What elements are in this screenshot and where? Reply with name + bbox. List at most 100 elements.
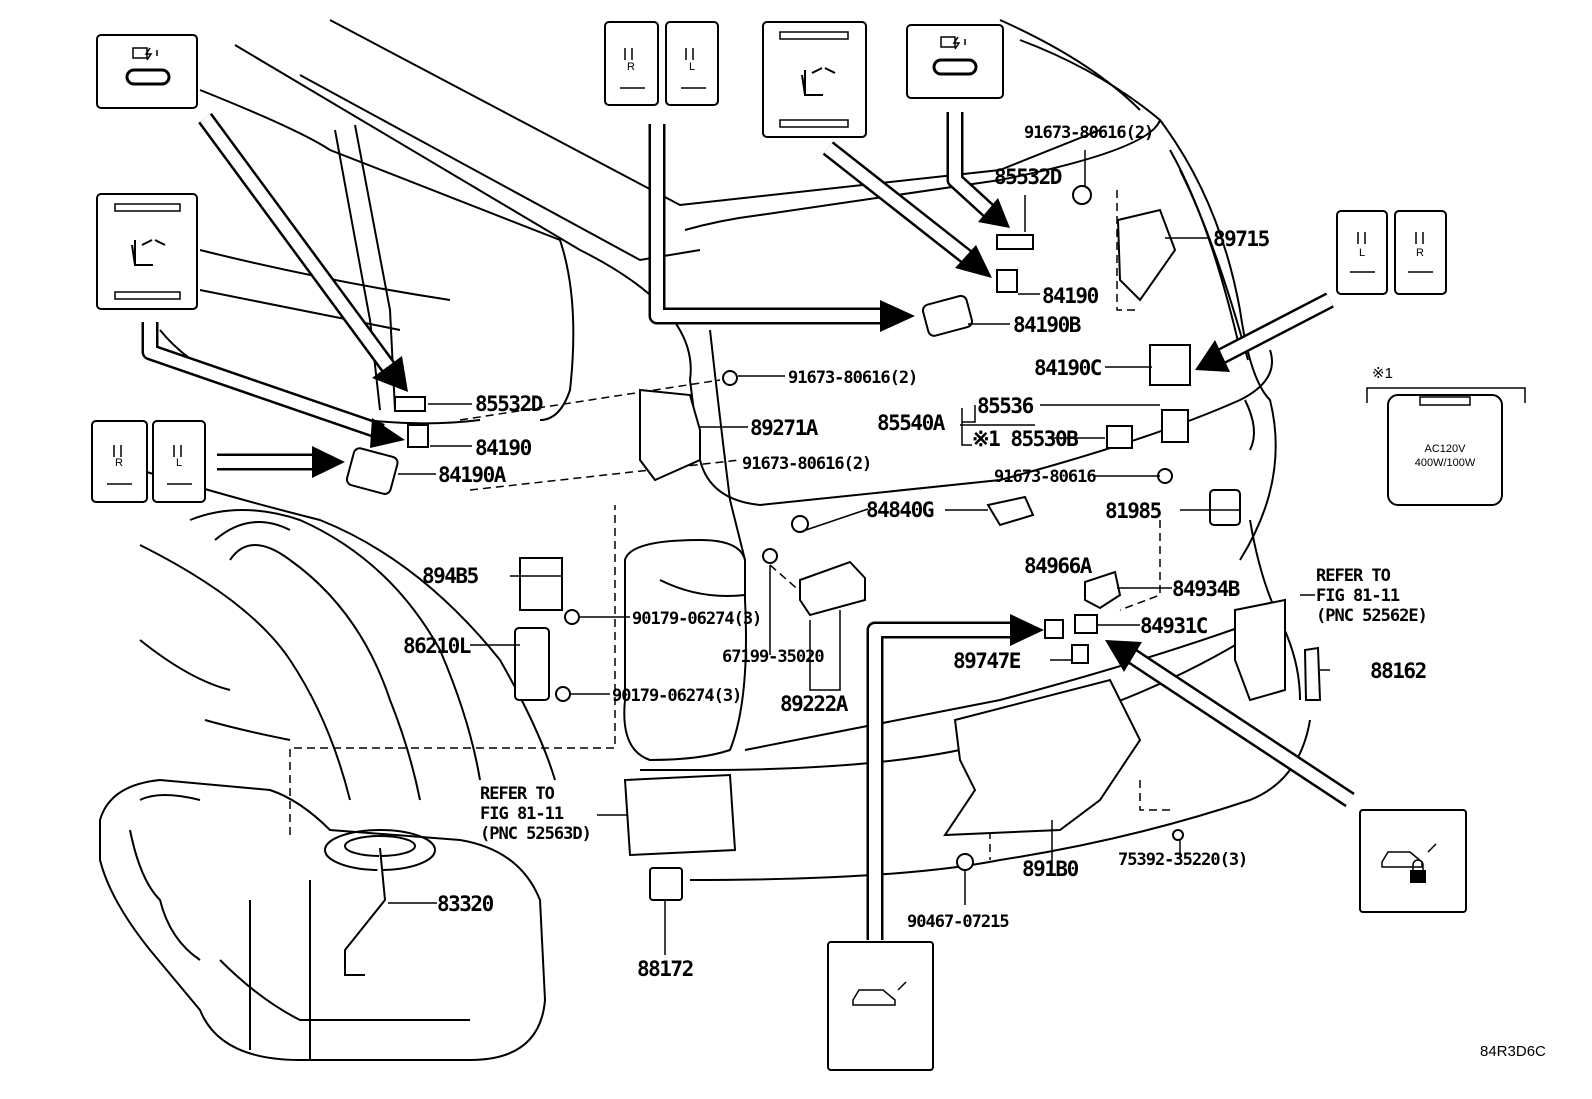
part-84190B	[921, 294, 974, 337]
label-85532D-top: 85532D	[994, 165, 1062, 189]
seat-heater-icon	[620, 48, 706, 89]
label-88172: 88172	[637, 957, 693, 981]
usb-charge-switch-top	[906, 24, 1004, 99]
refer-right-line1: REFER TO	[1316, 566, 1391, 586]
part-84966A	[1044, 619, 1064, 639]
left-label: L	[689, 61, 695, 73]
part-84931C	[1074, 614, 1098, 634]
parts	[344, 185, 1322, 976]
right-label: R	[1416, 247, 1424, 259]
right-label: R	[627, 61, 635, 73]
seat-heater-switches-left: R L	[91, 420, 206, 503]
label-67199-35020: 67199-35020	[722, 647, 824, 667]
part-891B0	[943, 678, 1142, 837]
part-75392-35220	[1172, 829, 1184, 841]
right-label: R	[115, 457, 123, 469]
back-door-switch	[827, 941, 934, 1071]
part-84934B	[1084, 570, 1122, 610]
arrow-heater-top	[648, 124, 915, 332]
part-85532D-left	[394, 396, 426, 412]
label-84966A: 84966A	[1024, 554, 1093, 578]
label-89271A: 89271A	[750, 416, 819, 440]
label-91673-80616-2-mid: 91673-80616(2)	[788, 368, 917, 388]
part-85536	[1161, 409, 1189, 443]
label-84840G: 84840G	[866, 498, 934, 522]
part-89747E	[1071, 644, 1089, 664]
label-85532D-left: 85532D	[475, 392, 543, 416]
part-67199-35020	[762, 548, 778, 564]
seat-heater-icon	[107, 445, 192, 485]
seat-heater-switches-right: L R	[1336, 210, 1447, 295]
label-90467-07215: 90467-07215	[907, 912, 1009, 932]
part-88172	[649, 867, 683, 901]
part-81985	[1209, 489, 1241, 526]
label-84190-top: 84190	[1042, 284, 1099, 308]
note-mark: ※1	[1372, 365, 1393, 382]
part-90467-07215	[956, 853, 974, 871]
part-84190A	[345, 447, 399, 495]
callout-arrows	[141, 112, 1355, 940]
label-85540A: 85540A	[877, 411, 946, 435]
label-91673-80616: 91673-80616	[994, 467, 1096, 487]
left-label: L	[176, 457, 182, 469]
back-door-icon	[852, 981, 907, 1006]
label-84190C: 84190C	[1034, 356, 1102, 380]
label-90179-06274-upper: 90179-06274(3)	[632, 609, 761, 629]
label-891B0: 891B0	[1022, 857, 1079, 881]
seat-slide-icon	[801, 67, 836, 96]
part-88162	[1303, 646, 1322, 701]
leader-lines	[388, 150, 1330, 955]
label-90179-06274-lower: 90179-06274(3)	[612, 686, 741, 706]
refer-left-line1: REFER TO	[480, 784, 555, 804]
fuel-tank-drawing	[99, 778, 547, 1061]
label-86210L: 86210L	[403, 634, 471, 658]
arrow-usb-top	[946, 112, 1010, 228]
part-86210L	[514, 627, 550, 701]
power-outlet-note: ※1 AC120V 400W/100W	[1366, 365, 1526, 506]
label-83320: 83320	[437, 892, 494, 916]
part-89715	[1116, 208, 1177, 302]
arrow-seat-slide-top	[822, 141, 992, 278]
part-screw-top	[1072, 185, 1092, 205]
label-81985: 81985	[1105, 499, 1162, 523]
part-83320	[344, 847, 387, 976]
left-label: L	[1359, 247, 1365, 259]
diagram-code: 84R3D6C	[1480, 1043, 1546, 1060]
label-894B5: 894B5	[422, 564, 479, 588]
part-89271A	[639, 388, 701, 482]
label-88162: 88162	[1370, 659, 1426, 683]
arrow-lock	[1105, 640, 1355, 808]
part-89222A	[799, 560, 866, 617]
outlet-voltage: AC120V	[1425, 443, 1467, 455]
part-894B5	[519, 557, 563, 611]
part-labels: 85532D 84190 84190A 91673-80616(2) 89271…	[403, 123, 1546, 1060]
part-84190-left	[407, 424, 429, 448]
usb-charge-switch-left	[96, 34, 198, 109]
part-screw-mid	[722, 370, 738, 386]
part-84840G	[986, 495, 1035, 527]
seat-heater-switches-top: R L	[604, 21, 719, 106]
seat-slide-switch-top	[762, 21, 867, 138]
seat-heater-icon	[1350, 232, 1433, 273]
label-75392-35220: 75392-35220(3)	[1118, 850, 1247, 870]
label-85530B: ※1 85530B	[972, 427, 1078, 451]
label-84190A: 84190A	[438, 463, 507, 487]
arrow-heater-left	[217, 446, 345, 478]
part-door-latch	[1234, 598, 1286, 702]
label-89222A: 89222A	[780, 692, 849, 716]
label-84931C: 84931C	[1140, 614, 1208, 638]
label-91673-80616-2-top: 91673-80616(2)	[1024, 123, 1153, 143]
seat-slide-icon	[131, 239, 166, 266]
label-89715: 89715	[1213, 227, 1270, 251]
part-85530B	[1106, 425, 1133, 449]
usb-charge-icon	[132, 47, 158, 61]
label-91673-80616-2-low: 91673-80616(2)	[742, 454, 871, 474]
label-84190B: 84190B	[1013, 313, 1081, 337]
refer-left-line2: FIG 81-11	[480, 804, 564, 824]
refer-left-line3: (PNC 52563D)	[480, 824, 591, 844]
label-84934B: 84934B	[1172, 577, 1240, 601]
seat-slide-switch-left	[96, 193, 198, 310]
usb-charge-icon	[940, 36, 966, 50]
label-85536: 85536	[977, 394, 1034, 418]
